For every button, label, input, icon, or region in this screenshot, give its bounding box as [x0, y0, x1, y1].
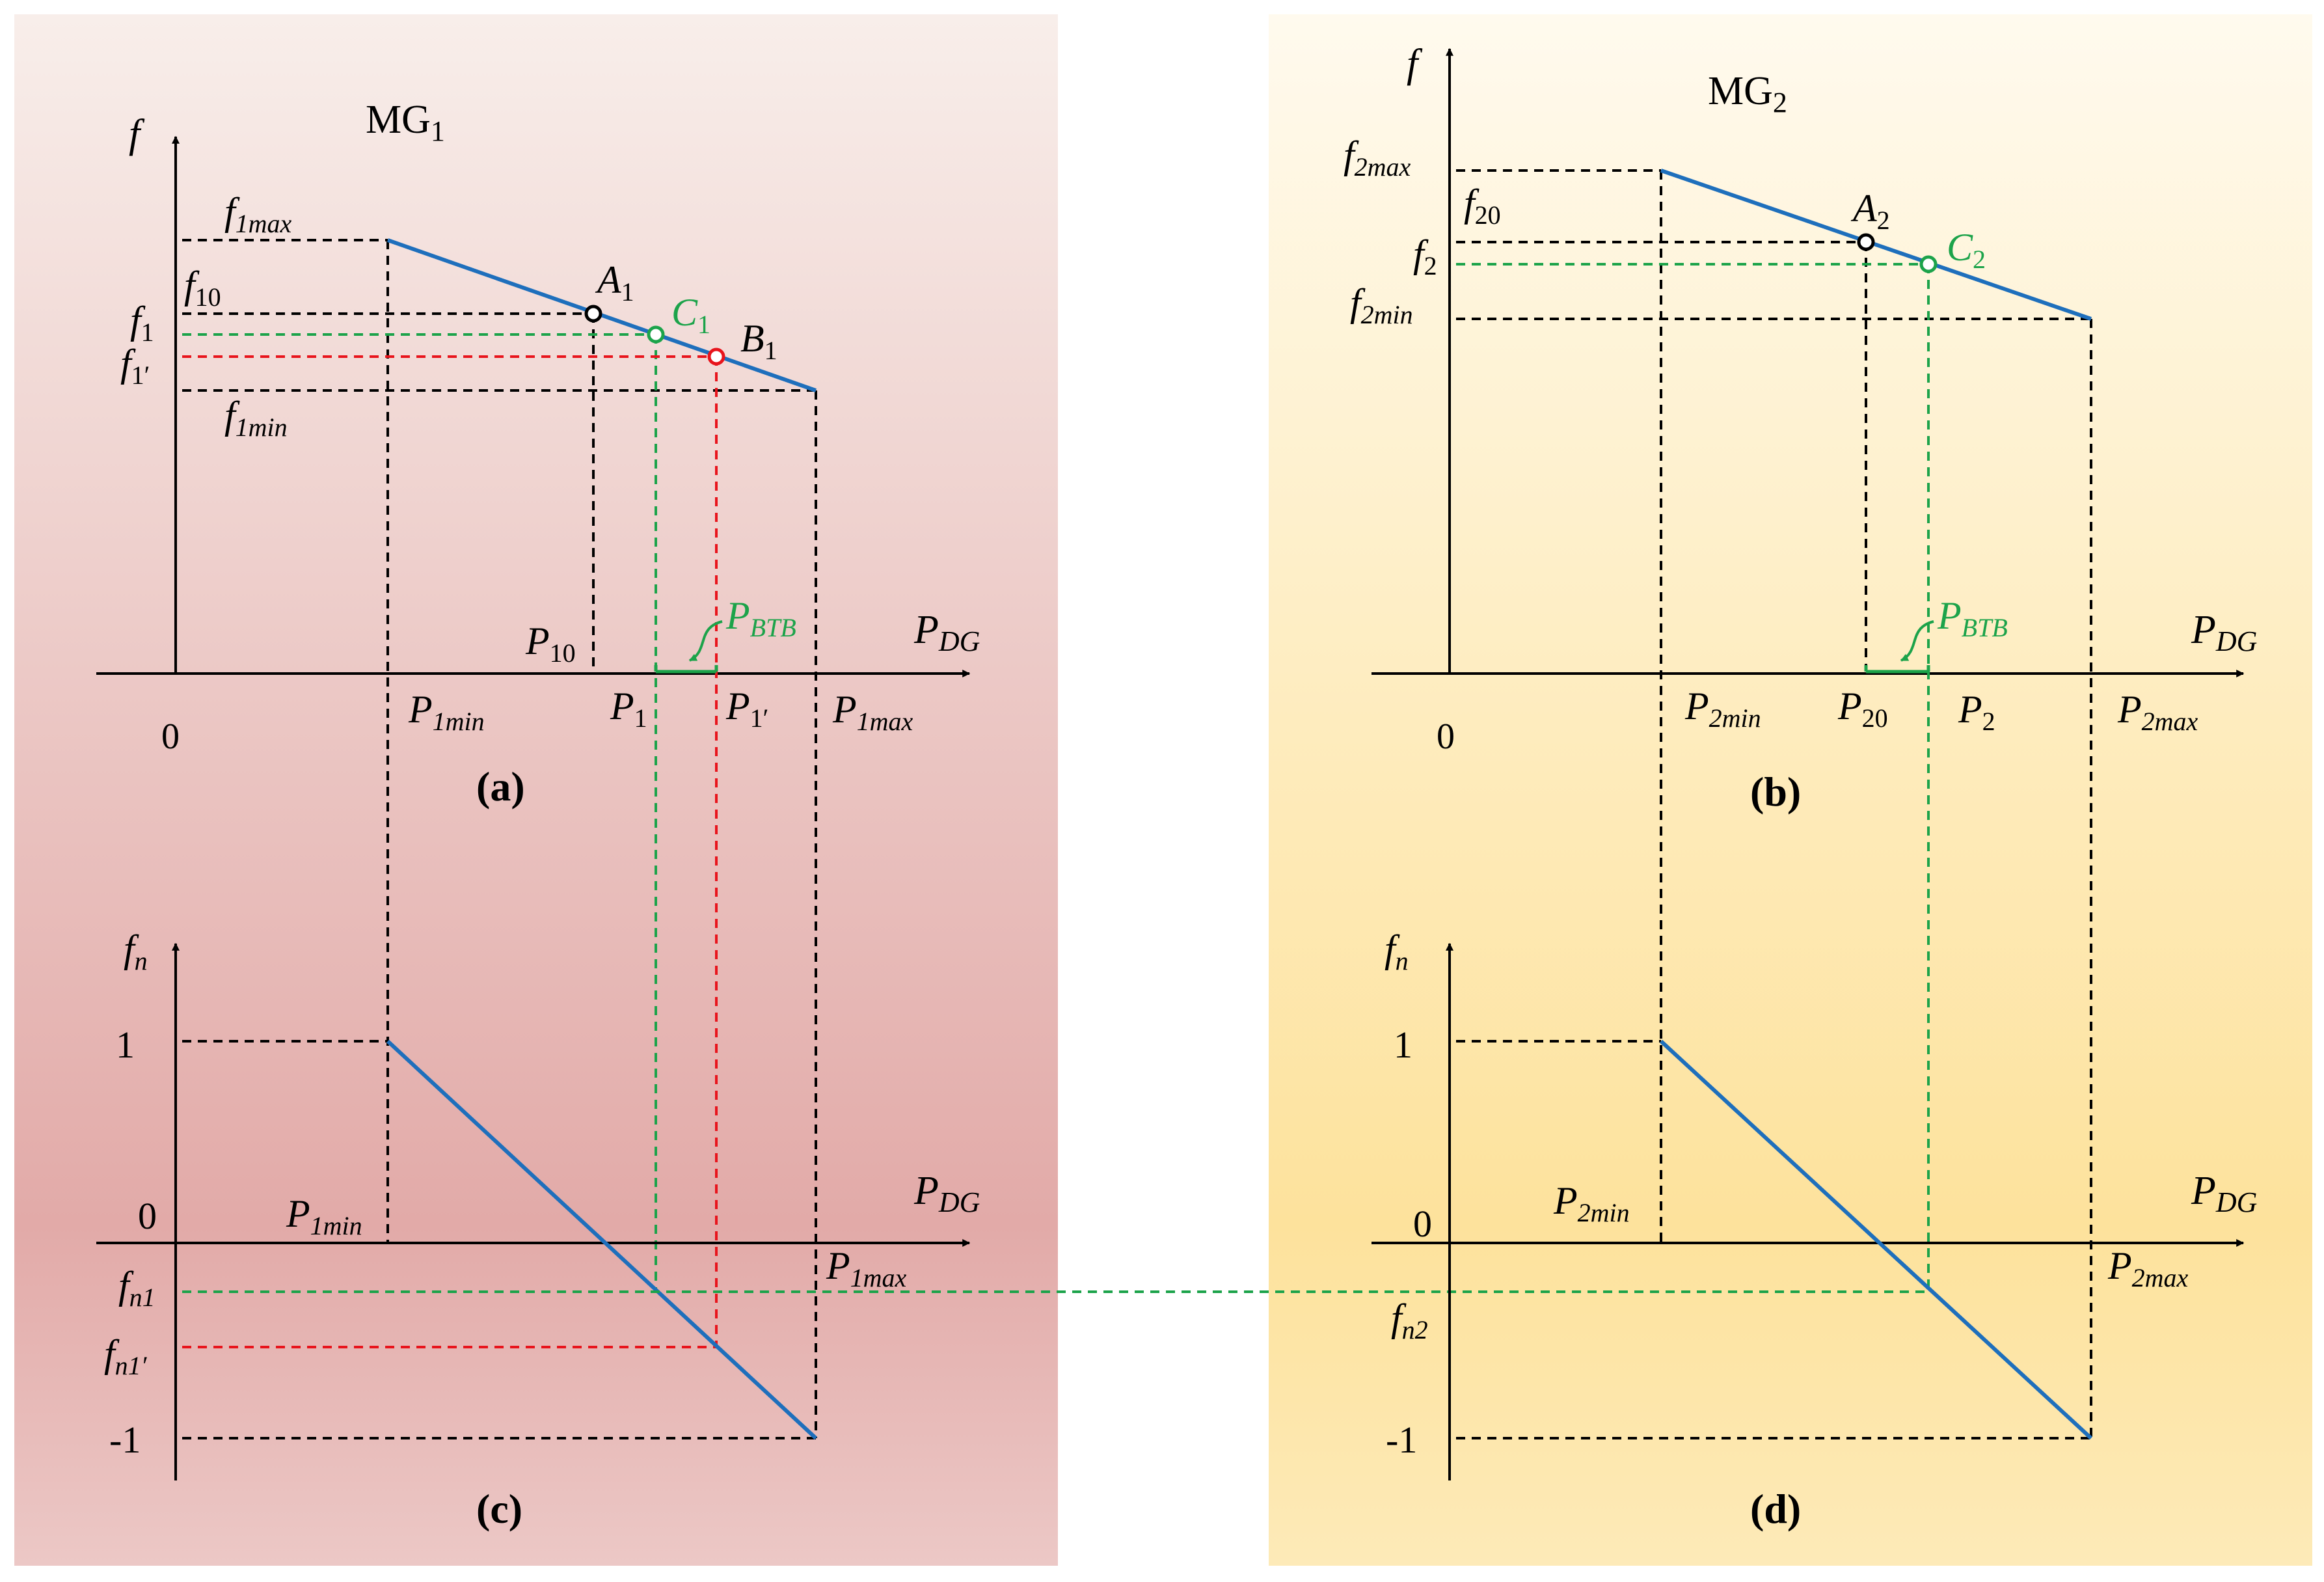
point-b1-marker	[707, 348, 725, 366]
panel-a-pbtb-bracket	[654, 665, 718, 674]
panel-a-green-guides	[182, 333, 657, 1292]
panel-a-red-guides	[182, 355, 718, 1347]
panel-d-p2max-label: P2max	[2107, 1244, 2189, 1292]
panel-d	[1371, 942, 2245, 1480]
point-a1-marker	[584, 305, 602, 323]
panel-b-pbtb-label: PBTB	[1937, 594, 2008, 642]
p1max-label: P1max	[832, 688, 913, 736]
panel-d-tick-0: 0	[1413, 1203, 1432, 1245]
panel-c-tick-1: 1	[116, 1024, 135, 1066]
panel-a	[96, 135, 971, 1438]
f2-label: f2	[1413, 232, 1437, 280]
panel-b-droop-line	[1660, 169, 2092, 321]
mg2-title: MG2	[1708, 69, 1787, 118]
panel-a-x-axis-label: PDG	[913, 608, 980, 657]
f2max-label: f2max	[1344, 133, 1411, 182]
panel-a-pbtb-arrow	[688, 620, 723, 662]
p10-label: P10	[525, 620, 576, 668]
point-b1-label: B1	[740, 317, 777, 365]
panel-b-x-axis-label: PDG	[2191, 608, 2257, 657]
p1-prime-label: P1′	[725, 685, 768, 733]
panel-c-normalized-line	[386, 1039, 818, 1440]
caption-c: (c)	[476, 1486, 522, 1532]
f10-label: f10	[184, 264, 221, 312]
point-c1-label: C1	[671, 291, 710, 339]
f1-prime-label: f1′	[120, 342, 150, 390]
p2min-label: P2min	[1684, 685, 1761, 733]
mg1-title: MG1	[366, 98, 445, 147]
point-c2-label: C2	[1947, 226, 1986, 274]
point-c1-marker	[647, 325, 665, 344]
mg2-background	[1269, 14, 2312, 1566]
panel-d-tick-1: 1	[1394, 1024, 1412, 1066]
caption-a: (a)	[476, 763, 525, 810]
panel-c-p1min-label: P1min	[286, 1192, 362, 1240]
panel-b	[1371, 48, 2245, 1438]
f20-label: f20	[1464, 182, 1501, 230]
f2min-label: f2min	[1350, 281, 1413, 329]
panel-b-origin: 0	[1437, 716, 1455, 757]
panel-a-pbtb-label: PBTB	[725, 594, 796, 642]
panel-d-black-guides	[1456, 1040, 2091, 1439]
panel-d-x-axis-label: PDG	[2191, 1169, 2257, 1218]
panel-b-green-guides	[1456, 263, 1930, 1292]
caption-d: (d)	[1750, 1486, 1801, 1532]
panel-c-black-guides	[182, 1040, 816, 1439]
panel-d-tick-m1: -1	[1386, 1419, 1417, 1461]
panel-c-x-axis-label: PDG	[913, 1169, 980, 1218]
fn2-label: fn2	[1391, 1296, 1428, 1344]
fn1-label: fn1	[118, 1264, 155, 1312]
panel-c-p1max-label: P1max	[826, 1244, 907, 1292]
panel-d-p2min-label: P2min	[1553, 1179, 1630, 1227]
panel-d-normalized-line	[1659, 1039, 2093, 1440]
panel-a-origin: 0	[161, 716, 180, 757]
panel-a-black-guides	[182, 239, 817, 1438]
point-c2-marker	[1919, 255, 1938, 273]
point-a2-marker	[1857, 233, 1875, 251]
caption-b: (b)	[1750, 769, 1801, 815]
point-a2-label: A2	[1850, 187, 1890, 235]
p20-label: P20	[1837, 685, 1888, 733]
panel-b-black-guides	[1456, 169, 2092, 1438]
panel-b-pbtb-bracket	[1864, 665, 1930, 674]
panel-c-tick-0: 0	[138, 1195, 157, 1237]
p2max-label: P2max	[2117, 688, 2198, 736]
mg1-background	[14, 14, 1058, 1566]
panel-c-tick-m1: -1	[109, 1419, 141, 1461]
p1min-label: P1min	[408, 688, 485, 736]
f1-label: f1	[130, 299, 154, 347]
point-a1-label: A1	[595, 258, 634, 307]
p2-label: P2	[1958, 688, 1995, 736]
panel-c	[96, 942, 971, 1480]
panel-b-pbtb-arrow	[1900, 620, 1934, 662]
p1-label: P1	[610, 685, 647, 733]
